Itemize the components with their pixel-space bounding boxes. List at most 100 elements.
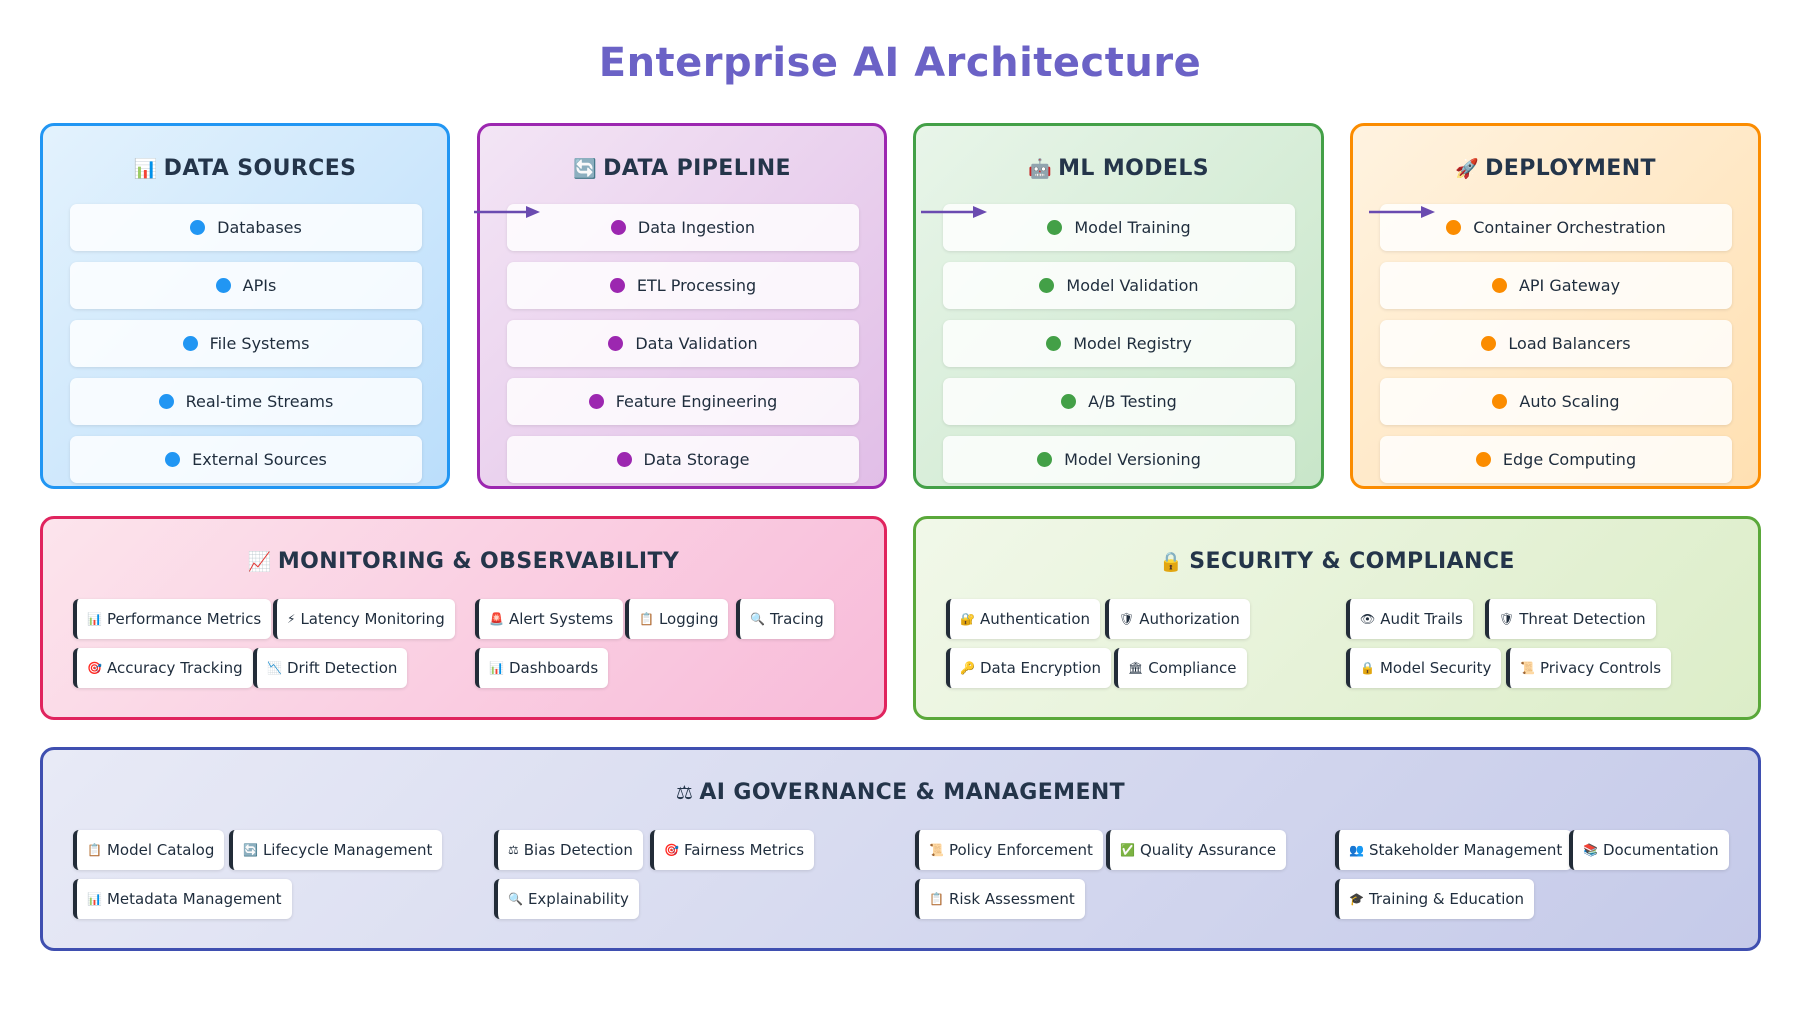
bullet-dot — [1039, 278, 1055, 293]
books-icon: 📚 — [1583, 843, 1598, 857]
panel-governance: ⚖AI GOVERNANCE & MANAGEMENT 📋Model Catal… — [40, 747, 1761, 951]
item-auto-scaling: Auto Scaling — [1380, 378, 1732, 425]
people-icon: 👥 — [1349, 843, 1364, 857]
chip-authentication: 🔐Authentication — [946, 599, 1101, 639]
chip-accuracy-tracking: 🎯Accuracy Tracking — [73, 648, 253, 688]
chip-latency-monitoring: ⚡Latency Monitoring — [273, 599, 455, 639]
item-edge-computing: Edge Computing — [1380, 436, 1732, 483]
chip-training-education: 🎓Training & Education — [1335, 879, 1535, 919]
chip-metadata-management: 📊Metadata Management — [73, 879, 292, 919]
graduation-cap-icon: 🎓 — [1349, 892, 1364, 906]
bullet-dot — [1446, 220, 1462, 235]
bullet-dot — [165, 452, 181, 467]
building-icon: 🏛 — [1128, 661, 1144, 675]
item-container-orchestration: Container Orchestration — [1380, 204, 1732, 251]
bullet-dot — [1491, 278, 1507, 293]
bullet-dot — [1481, 336, 1497, 351]
bullet-dot — [1475, 452, 1491, 467]
chip-authorization: 🛡Authorization — [1105, 599, 1250, 639]
bullet-dot — [609, 278, 625, 293]
panel-title-security: 🔒SECURITY & COMPLIANCE — [1159, 549, 1515, 574]
magnifier-icon: 🔍 — [750, 612, 765, 626]
bullet-dot — [158, 394, 174, 409]
bullet-dot — [1046, 336, 1062, 351]
chip-compliance: 🏛Compliance — [1114, 648, 1247, 688]
chip-tracing: 🔍Tracing — [736, 599, 834, 639]
key-lock-icon: 🔐 — [960, 612, 975, 626]
flow-arrow-icon — [474, 206, 540, 218]
item-api-gateway: API Gateway — [1380, 262, 1732, 309]
flow-arrow-icon — [921, 206, 987, 218]
bar-chart-icon: 📊 — [489, 661, 504, 675]
bullet-dot — [616, 452, 632, 467]
item-model-registry: Model Registry — [943, 320, 1295, 367]
item-apis: APIs — [70, 262, 422, 309]
bullet-dot — [608, 336, 624, 351]
bullet-dot — [215, 278, 231, 293]
panel-title-governance: ⚖AI GOVERNANCE & MANAGEMENT — [675, 780, 1126, 805]
chip-policy-enforcement: 📜Policy Enforcement — [915, 830, 1103, 870]
eye-icon: 👁 — [1360, 612, 1376, 626]
item-model-versioning: Model Versioning — [943, 436, 1295, 483]
clipboard-icon: 📋 — [87, 843, 102, 857]
bullet-dot — [190, 220, 206, 235]
siren-icon: 🚨 — [489, 612, 504, 626]
panel-security: 🔒SECURITY & COMPLIANCE 🔐Authentication 🛡… — [913, 516, 1761, 720]
lock-icon: 🔒 — [1360, 661, 1375, 675]
panel-data-sources: 📊DATA SOURCES Databases APIs File System… — [40, 123, 450, 489]
chip-model-security: 🔒Model Security — [1346, 648, 1502, 688]
item-file-systems: File Systems — [70, 320, 422, 367]
chip-data-encryption: 🔑Data Encryption — [946, 648, 1112, 688]
bullet-dot — [610, 220, 626, 235]
item-etl-processing: ETL Processing — [507, 262, 859, 309]
panel-title-ml-models: 🤖ML MODELS — [1028, 156, 1209, 181]
shield-icon: 🛡 — [1119, 612, 1135, 626]
chip-explainability: 🔍Explainability — [494, 879, 639, 919]
key-icon: 🔑 — [960, 661, 975, 675]
chip-lifecycle-management: 🔄Lifecycle Management — [229, 830, 443, 870]
chip-stakeholder-management: 👥Stakeholder Management — [1335, 830, 1573, 870]
chip-audit-trails: 👁Audit Trails — [1346, 599, 1473, 639]
item-model-training: Model Training — [943, 204, 1295, 251]
lock-icon: 🔒 — [1159, 551, 1184, 573]
rocket-icon: 🚀 — [1455, 158, 1480, 180]
target-icon: 🎯 — [664, 843, 679, 857]
bullet-dot — [1047, 220, 1063, 235]
chip-risk-assessment: 📋Risk Assessment — [915, 879, 1085, 919]
target-icon: 🎯 — [87, 661, 102, 675]
panel-data-pipeline: 🔄DATA PIPELINE Data Ingestion ETL Proces… — [477, 123, 887, 489]
flow-arrow-icon — [1369, 206, 1435, 218]
item-databases: Databases — [70, 204, 422, 251]
bullet-dot — [588, 394, 604, 409]
bullet-dot — [1492, 394, 1508, 409]
panel-deployment: 🚀DEPLOYMENT Container Orchestration API … — [1350, 123, 1761, 489]
check-icon: ✅ — [1120, 843, 1135, 857]
downtrend-icon: 📉 — [267, 661, 282, 675]
refresh-icon: 🔄 — [573, 158, 598, 180]
item-data-ingestion: Data Ingestion — [507, 204, 859, 251]
bullet-dot — [1061, 394, 1077, 409]
magnifier-icon: 🔍 — [508, 892, 523, 906]
item-load-balancers: Load Balancers — [1380, 320, 1732, 367]
chip-logging: 📋Logging — [625, 599, 729, 639]
scroll-icon: 📜 — [929, 843, 944, 857]
scales-icon: ⚖ — [675, 782, 694, 804]
clipboard-icon: 📋 — [929, 892, 944, 906]
clipboard-icon: 📋 — [639, 612, 654, 626]
robot-icon: 🤖 — [1028, 158, 1053, 180]
bar-chart-icon: 📊 — [87, 892, 102, 906]
item-feature-engineering: Feature Engineering — [507, 378, 859, 425]
bullet-dot — [182, 336, 198, 351]
panel-monitoring: 📈MONITORING & OBSERVABILITY 📊Performance… — [40, 516, 887, 720]
item-data-validation: Data Validation — [507, 320, 859, 367]
chip-threat-detection: 🛡Threat Detection — [1485, 599, 1656, 639]
page-title: Enterprise AI Architecture — [598, 40, 1202, 86]
panel-title-data-pipeline: 🔄DATA PIPELINE — [573, 156, 791, 181]
bullet-dot — [1037, 452, 1053, 467]
chip-bias-detection: ⚖Bias Detection — [494, 830, 643, 870]
panel-title-monitoring: 📈MONITORING & OBSERVABILITY — [247, 549, 680, 574]
panel-ml-models: 🤖ML MODELS Model Training Model Validati… — [913, 123, 1324, 489]
chip-dashboards: 📊Dashboards — [475, 648, 609, 688]
chip-documentation: 📚Documentation — [1569, 830, 1729, 870]
